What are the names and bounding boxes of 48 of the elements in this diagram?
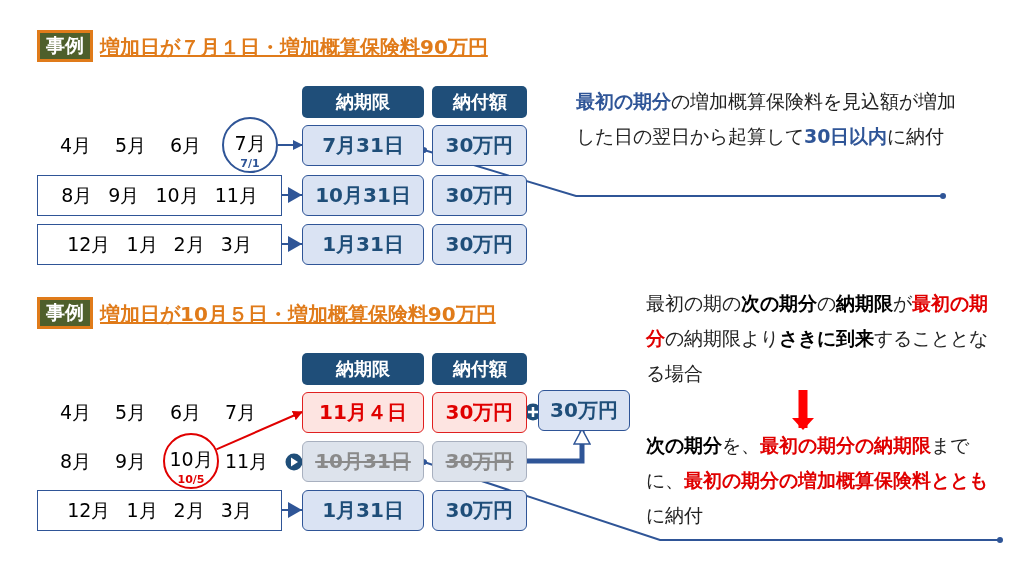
month-range-box: 12月 1月 2月 3月 [37,224,282,265]
column-header: 納期限 [302,353,424,385]
amount-box: 10月31日 [302,175,424,216]
example-badge: 事例 [37,297,93,329]
explanation-text: 最初の期分の増加概算保険料を見込額が増加した日の翌日から起算して30日以内に納付 [576,84,956,196]
date-text: 7/1 [240,156,260,170]
amount-box: 30万円 [432,490,527,531]
amount-box: 30万円 [432,224,527,265]
month-label: 5月 [115,400,147,425]
heading: 増加日が７月１日・増加概算保険料90万円 [100,34,488,61]
month-range-box: 8月 9月 10月 11月 [37,175,282,216]
arrow [215,411,303,451]
down-arrow [792,390,814,430]
month-text: 10月 [169,446,213,472]
arrow [281,187,303,203]
month-label: 5月 [115,133,147,158]
month-range-box: 12月 1月 2月 3月 [37,490,282,531]
explanation-text: 次の期分を、最初の期分の納期限までに、最初の期分の増加概算保険料とともに納付 [646,428,1002,540]
month-label: 8月 [60,449,92,474]
date-text: 10/5 [177,472,205,486]
month-text: 7月 [234,130,266,156]
highlight-box: 30万円 [432,392,527,433]
explanation-text: 最初の期の次の期分の納期限が最初の期分の納期限よりさきに到来することとなる場合 [646,286,1002,390]
amount-box: 1月31日 [302,490,424,531]
arrow [277,140,303,150]
month-label: 4月 [60,400,92,425]
month-label: 11月 [225,449,269,474]
column-header: 納付額 [432,353,527,385]
month-label: 7月 [225,400,257,425]
amount-box: 30万円 [432,175,527,216]
month-label: 6月 [170,400,202,425]
amount-box: 1月31日 [302,224,424,265]
column-header: 納付額 [432,86,527,118]
heading: 増加日が10月５日・増加概算保険料90万円 [100,301,496,328]
highlight-box: 11月４日 [302,392,424,433]
month-label: 6月 [170,133,202,158]
date-circle [222,117,278,173]
amount-box: 30万円 [432,125,527,166]
month-label: 4月 [60,133,92,158]
arrow [281,502,303,518]
column-header: 納期限 [302,86,424,118]
month-label: 9月 [115,449,147,474]
struck-out-box: 30万円 [432,441,527,482]
struck-out-box: 10月31日 [302,441,424,482]
arrow [281,236,303,252]
amount-box: 7月31日 [302,125,424,166]
example-badge: 事例 [37,30,93,62]
amount-box: 30万円 [538,390,630,431]
